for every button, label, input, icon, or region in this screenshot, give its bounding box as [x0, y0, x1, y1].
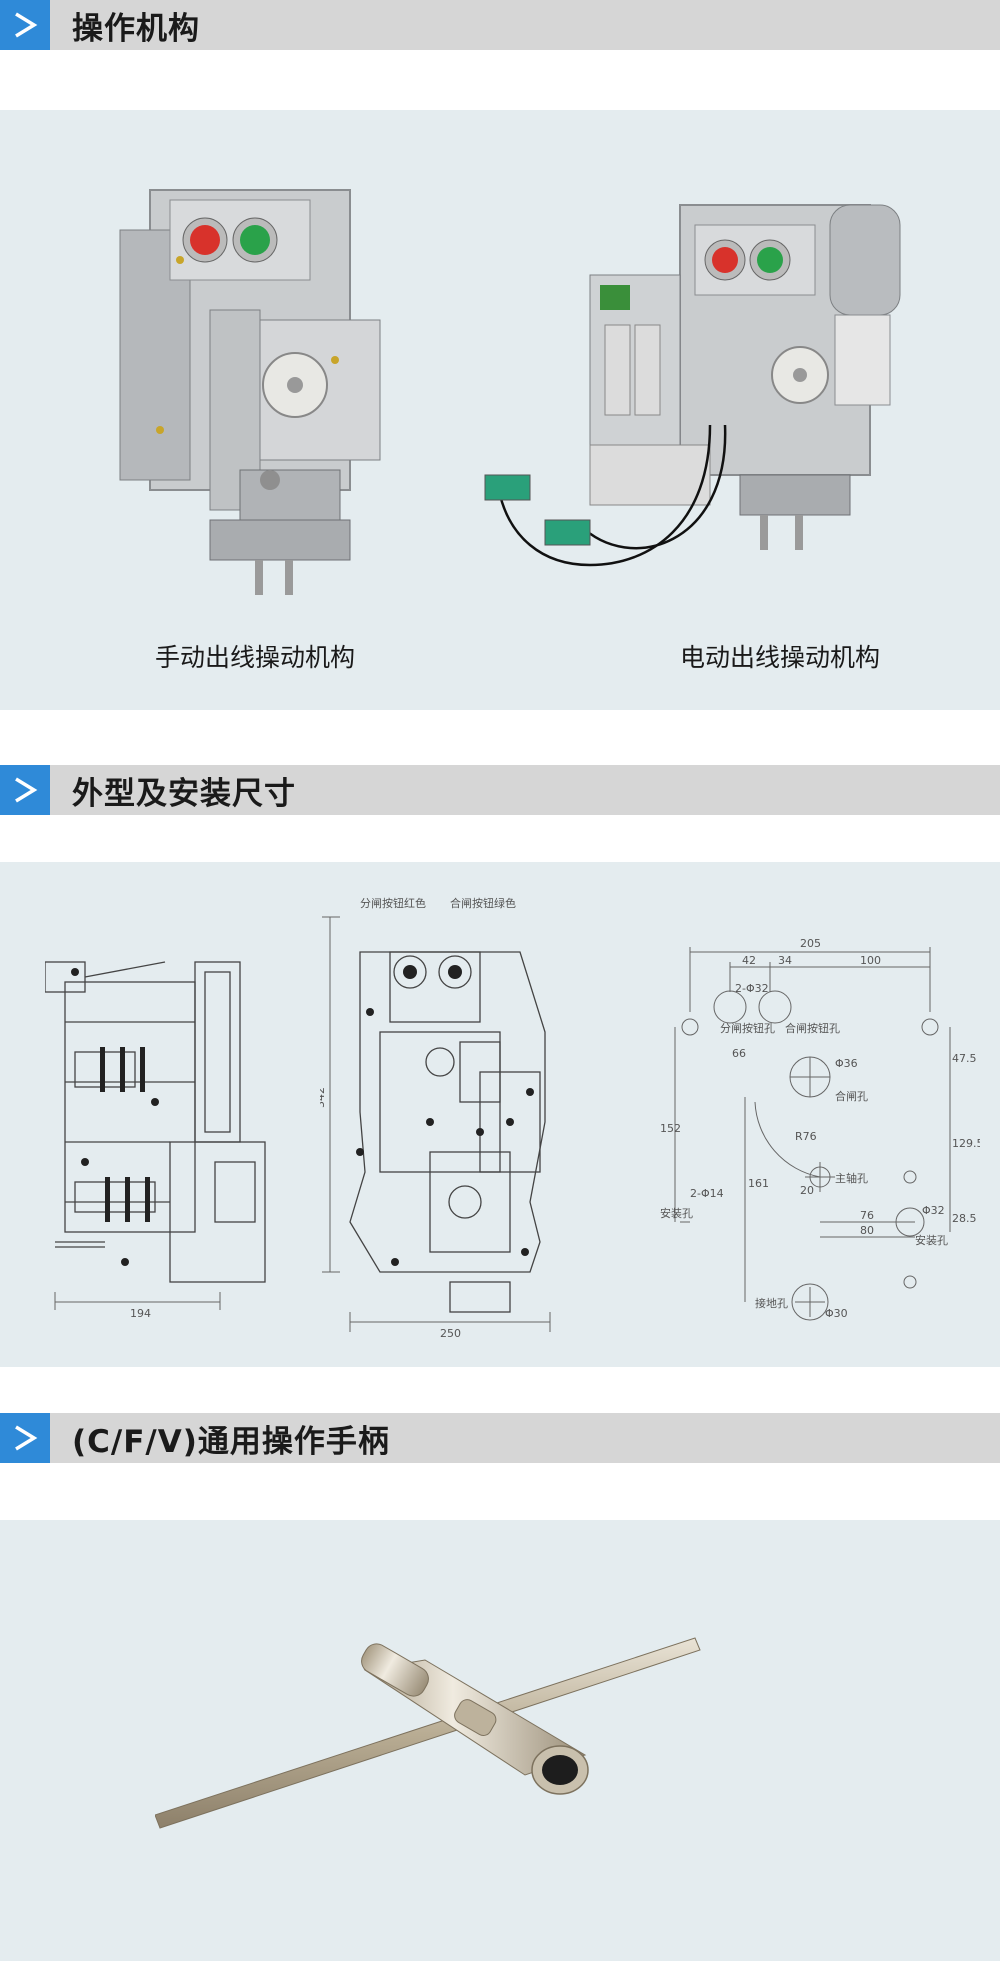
label-close-button-hole: 合闸按钮孔 [785, 1021, 840, 1035]
handle-panel [0, 1520, 1000, 1961]
label-close-hole: 合闸孔 [835, 1089, 868, 1103]
electric-mechanism-caption: 电动出线操动机构 [679, 643, 880, 672]
label-open-button-hole: 分闸按钮孔 [720, 1021, 775, 1035]
manual-mechanism-caption: 手动出线操动机构 [154, 643, 355, 672]
section-header-handle: (C/F/V)通用操作手柄 [0, 1413, 1000, 1463]
dim-phi14: 2-Φ14 [690, 1187, 724, 1200]
mechanism-panel: 手动出线操动机构 电动出线操动机构 [0, 110, 1000, 710]
dim-66: 66 [732, 1047, 746, 1060]
dim-152: 152 [660, 1122, 681, 1135]
label-open-button: 分闸按钮红色 [360, 896, 426, 910]
manual-mechanism-image [119, 189, 381, 595]
section-header-mechanism: 操作机构 [0, 0, 1000, 50]
dim-34: 34 [778, 954, 792, 967]
dim-161: 161 [748, 1177, 769, 1190]
dim-width-front: 250 [440, 1327, 461, 1340]
section-title: (C/F/V)通用操作手柄 [72, 1423, 390, 1460]
section-title: 操作机构 [72, 10, 200, 47]
dim-phi30: Φ30 [825, 1307, 848, 1320]
dim-47-5: 47.5 [952, 1052, 977, 1065]
chevron-right-icon [0, 1413, 50, 1463]
operating-handle-image [155, 1637, 701, 1829]
label-mount-hole-left: 安装孔 [660, 1206, 693, 1220]
dim-42: 42 [742, 954, 756, 967]
chevron-right-icon [0, 0, 50, 50]
dim-76: 76 [860, 1209, 874, 1222]
chevron-right-icon [0, 765, 50, 815]
dimension-panel: 194 分闸按钮红色 合闸按钮绿色 [0, 862, 1000, 1367]
dim-r76: R76 [795, 1130, 817, 1143]
section-title: 外型及安装尺寸 [72, 775, 296, 812]
dim-width-side: 194 [130, 1307, 151, 1320]
label-ground-hole: 接地孔 [755, 1297, 788, 1310]
label-close-button: 合闸按钮绿色 [450, 896, 516, 910]
dim-phi32b: Φ32 [922, 1204, 945, 1217]
dim-129-5: 129.5 [952, 1137, 980, 1150]
section-header-dimensions: 外型及安装尺寸 [0, 765, 1000, 815]
dim-205: 205 [800, 937, 821, 950]
dim-100: 100 [860, 954, 881, 967]
dim-80: 80 [860, 1224, 874, 1237]
dim-20: 20 [800, 1184, 814, 1197]
dim-phi36: Φ36 [835, 1057, 858, 1070]
mounting-hole-drawing: 205 42 34 100 2-Φ32 分闸按钮孔 合闸按钮孔 66 47.5 … [660, 937, 980, 1321]
dim-28-5: 28.5 [952, 1212, 977, 1225]
dim-phi32: 2-Φ32 [735, 982, 769, 995]
dim-height: 342 [320, 1087, 327, 1108]
electric-mechanism-image [484, 204, 901, 567]
side-view-drawing: 194 [45, 961, 266, 1320]
label-mount-hole-right: 安装孔 [915, 1233, 948, 1247]
front-view-drawing: 分闸按钮红色 合闸按钮绿色 3 [320, 896, 551, 1340]
label-main-shaft-hole: 主轴孔 [835, 1171, 868, 1185]
